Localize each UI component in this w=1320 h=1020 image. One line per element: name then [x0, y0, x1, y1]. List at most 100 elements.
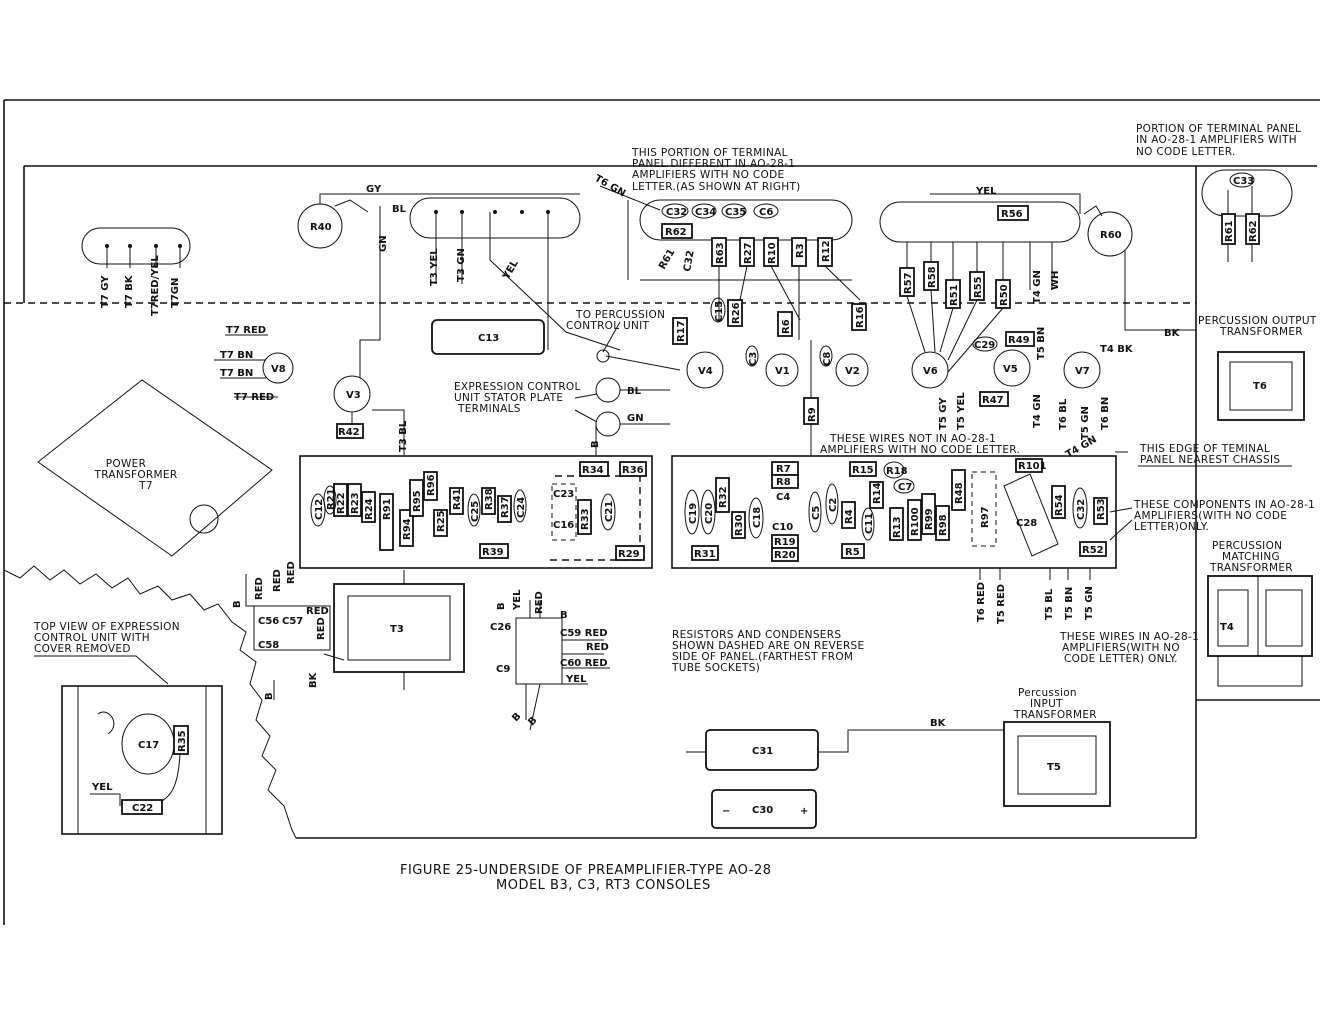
- c26-c9-cluster: C26 C9 C59 RED RED C60 RED YEL B B YEL R…: [490, 589, 610, 731]
- r39-label: R39: [482, 547, 504, 558]
- power-transformer-label-2: TRANSFORMER: [94, 469, 178, 481]
- perc-note-1: TO PERCUSSION: [575, 309, 665, 321]
- top-right-portion: PORTION OF TERMINAL PANEL IN AO-28-1 AMP…: [1136, 123, 1301, 262]
- c58-label: C58: [258, 640, 279, 651]
- c23-label: C23: [553, 489, 574, 500]
- t7-gy-label: T7 GY: [100, 275, 111, 308]
- c59-label: C59 RED: [560, 628, 608, 639]
- outer-frame: [3, 99, 1320, 925]
- top-note-4: LETTER.(AS SHOWN AT RIGHT): [632, 181, 801, 193]
- perc-match-3: TRANSFORMER: [1209, 562, 1293, 574]
- right-board: R7 R8 C4 C10 R19 R20 R31 R5 R15 R101 R52…: [671, 455, 1117, 569]
- c25-label: C25: [470, 501, 481, 522]
- r20-label: R20: [774, 550, 796, 561]
- r97-label: R97: [980, 506, 991, 528]
- r41-label: R41: [452, 488, 463, 510]
- left-board: R34 R36 R29 R39 C23 C16 R22 R23 R24 R91 …: [299, 455, 653, 569]
- c26-label: C26: [490, 622, 511, 633]
- b-label-b: B: [232, 600, 243, 608]
- yel-label-a: YEL: [501, 258, 522, 283]
- c22-label: C22: [132, 803, 153, 814]
- components-note-1: THESE COMPONENTS IN AO-28-1: [1133, 499, 1315, 511]
- c5-label: C5: [811, 506, 822, 520]
- dashed-note-4: TUBE SOCKETS): [671, 662, 760, 674]
- t5-bn-label-a: T5 BN: [1036, 327, 1047, 360]
- r22-label: R22: [336, 492, 347, 514]
- t7-redyel-label: T7RED/YEL: [150, 255, 161, 316]
- r26-label: R26: [731, 302, 742, 324]
- r30-label: R30: [734, 514, 745, 536]
- c13-capacitor: C13: [431, 319, 545, 355]
- r18-label: R18: [886, 466, 908, 477]
- t5-gn-label-a: T5 GN: [1080, 406, 1091, 440]
- v3-label: V3: [346, 390, 361, 401]
- r61-label: R61: [1224, 220, 1235, 242]
- percussion-note: TO PERCUSSION CONTROL UNIT: [566, 309, 681, 371]
- expr-note-2: UNIT STATOR PLATE: [454, 392, 563, 404]
- c28-label: C28: [1016, 518, 1037, 529]
- r29-label: R29: [618, 549, 640, 560]
- t3-yel-label: T3 YEL: [429, 248, 440, 286]
- minus-sign: −: [722, 806, 730, 817]
- b-label-c: B: [264, 692, 275, 700]
- b-label-a: B: [590, 440, 601, 448]
- power-transformer-label-3: T7: [138, 480, 153, 492]
- dashed-note-2: SHOWN DASHED ARE ON REVERSE: [672, 640, 864, 652]
- wires-in-1: THESE WIRES IN AO-28-1: [1059, 631, 1199, 643]
- t3-bl-label: T3 BL: [398, 420, 409, 452]
- expr-note-3: TERMINALS: [457, 403, 521, 415]
- expression-control-unit: TOP VIEW OF EXPRESSION CONTROL UNIT WITH…: [33, 621, 223, 835]
- resistors-dashed-note: RESISTORS AND CONDENSERS SHOWN DASHED AR…: [671, 629, 864, 674]
- r19-label: R19: [774, 537, 796, 548]
- perc-note-2: CONTROL UNIT: [566, 320, 650, 332]
- r23-label: R23: [350, 492, 361, 514]
- bottom-wire-labels: T6 RED T5 RED T5 BL T5 BN T5 GN THESE WI…: [976, 568, 1199, 665]
- c11-label: C11: [864, 513, 875, 534]
- red-label-e: RED: [316, 617, 327, 640]
- top-middle-strip: C32 C34 C35 C6 R62 R63 R27 R10 R3 R12 R6…: [627, 199, 861, 340]
- r63-label: R63: [715, 242, 726, 264]
- c18-label: C18: [752, 507, 763, 528]
- v5-label: V5: [1003, 364, 1018, 375]
- r53-label: R53: [1096, 498, 1107, 520]
- c56-label: C56: [258, 616, 279, 627]
- c57-label: C57: [282, 616, 303, 627]
- red-label-a: RED: [306, 606, 329, 617]
- t5-gn-label: T5 GN: [1084, 586, 1095, 620]
- r56-label: R56: [1001, 209, 1023, 220]
- gn-label-a: GN: [378, 235, 389, 252]
- r94-label: R94: [402, 518, 413, 540]
- c9-label: C9: [496, 664, 510, 675]
- gn-label-b: GN: [627, 413, 644, 424]
- red-label-c: RED: [272, 569, 283, 592]
- yel-label-c: YEL: [565, 674, 587, 685]
- yel-label-d: YEL: [512, 589, 523, 611]
- r99-label: R98: [938, 514, 949, 536]
- panel-edge-note: THIS EDGE OF TEMINAL PANEL NEAREST CHASS…: [1115, 443, 1292, 467]
- perc-match-2: MATCHING: [1222, 551, 1280, 563]
- mid-tubes: V4 V1 V2 R17 R26 C15 R6 R16 C3 C8 R9: [672, 297, 869, 456]
- percussion-matching-transformer: PERCUSSION MATCHING TRANSFORMER T4: [1207, 540, 1313, 687]
- t4-label: T4: [1220, 622, 1234, 633]
- r91-label: R91: [382, 498, 393, 520]
- v8-label: V8: [271, 364, 286, 375]
- t4-gn-label-a: T4 GN: [1032, 270, 1043, 304]
- t4-gn-label-b: T4 GN: [1032, 394, 1043, 428]
- components-note-2: AMPLIFIERS(WITH NO CODE: [1134, 510, 1287, 522]
- r8-label: R8: [776, 477, 791, 488]
- t5-label: T5: [1047, 762, 1061, 773]
- r15-label: R15: [852, 465, 874, 476]
- b-label-e: B: [496, 602, 507, 610]
- c33-label: C33: [1233, 176, 1254, 187]
- r48-label: R101: [1018, 461, 1047, 472]
- top-note-3: AMPLIFIERS WITH NO CODE: [632, 169, 784, 181]
- bk-label-b: BK: [308, 671, 319, 688]
- r16-label: R16: [855, 306, 866, 328]
- red-label-b: RED: [254, 577, 265, 600]
- cap-c6: C6: [759, 207, 773, 218]
- wires-not-2: AMPLIFIERS WITH NO CODE LETTER.: [820, 444, 1020, 456]
- r55-label: R55: [973, 276, 984, 298]
- expression-note: EXPRESSION CONTROL UNIT STATOR PLATE TER…: [454, 377, 670, 456]
- cap-c35: C35: [725, 207, 746, 218]
